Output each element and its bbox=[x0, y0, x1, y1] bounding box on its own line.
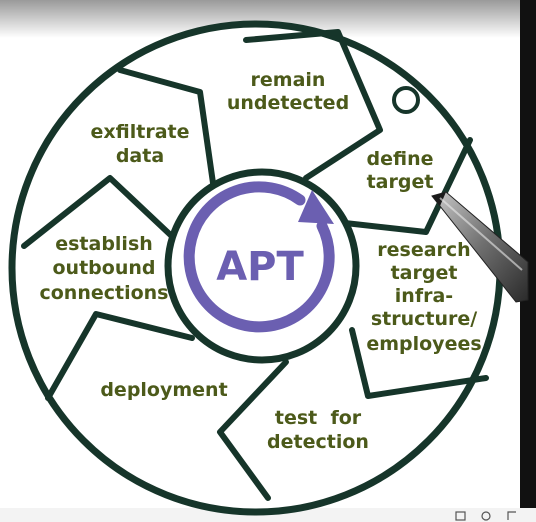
divider-test-deploy bbox=[217, 359, 289, 501]
stage-label-line: test for bbox=[275, 407, 362, 429]
stage-label-line: establish bbox=[55, 233, 153, 255]
stage-establish-outbound: establish outbound connections bbox=[39, 233, 168, 304]
captions-icon[interactable] bbox=[455, 511, 466, 521]
stage-test-for-detection: test for detection bbox=[267, 407, 369, 453]
stage-label-line: infra- bbox=[395, 285, 453, 307]
stage-define-target: define target bbox=[367, 148, 434, 193]
stage-label-line: connections bbox=[39, 282, 168, 304]
divider-deploy-establish bbox=[45, 311, 195, 401]
divider-research-test bbox=[349, 327, 489, 399]
stage-label-line: structure/ bbox=[371, 308, 477, 330]
pen-icon bbox=[431, 191, 529, 303]
stage-label-line: undetected bbox=[227, 92, 349, 114]
stage-remain-undetected: remain undetected bbox=[227, 69, 349, 114]
stage-label-line: data bbox=[116, 145, 164, 167]
stage-label-line: outbound bbox=[53, 257, 156, 279]
divider-exfil-remain bbox=[117, 67, 217, 193]
stage-label-line: define bbox=[367, 148, 434, 170]
divider-establish-exfil bbox=[21, 175, 181, 249]
cycle-arrow-icon bbox=[183, 181, 335, 333]
stage-exfiltrate-data: exfiltrate data bbox=[91, 121, 190, 167]
stage-label-line: deployment bbox=[100, 379, 227, 401]
settings-icon[interactable] bbox=[481, 511, 491, 521]
stage-deployment: deployment bbox=[100, 379, 227, 401]
stage-label-line: remain bbox=[251, 69, 326, 91]
stage-research-target: research target infra- structure/ employ… bbox=[366, 239, 481, 355]
player-controls[interactable] bbox=[455, 511, 516, 521]
stage-label-line: target bbox=[391, 262, 458, 284]
apt-label: APT bbox=[216, 244, 304, 290]
stage-label-line: employees bbox=[366, 333, 481, 355]
fullscreen-icon[interactable] bbox=[507, 511, 516, 520]
stage-label-line: research bbox=[377, 239, 470, 261]
small-circle-mark bbox=[392, 86, 420, 114]
stage-label-line: detection bbox=[267, 431, 369, 453]
stage-label-line: target bbox=[367, 171, 434, 193]
divider-define-research bbox=[333, 137, 473, 235]
divider-remain-define bbox=[243, 29, 383, 181]
segment-lines bbox=[21, 29, 489, 501]
stage-label-line: exfiltrate bbox=[91, 121, 190, 143]
right-edge bbox=[520, 0, 536, 522]
